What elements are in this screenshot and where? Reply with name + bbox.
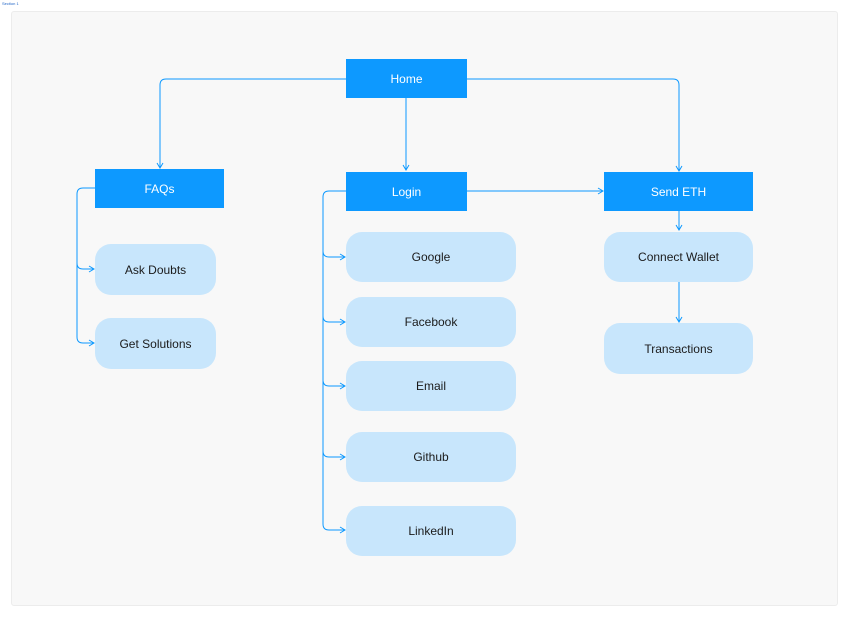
connector-login-email	[322, 316, 346, 390]
google-node[interactable]: Google	[346, 232, 516, 282]
email-node[interactable]: Email	[346, 361, 516, 411]
connector-login-linkedin	[322, 451, 346, 534]
connect-wallet-node[interactable]: Connect Wallet	[604, 232, 753, 282]
connector-faqs-getsolutions	[76, 263, 95, 347]
connector-login-google	[322, 190, 346, 261]
ask-doubts-node[interactable]: Ask Doubts	[95, 244, 216, 295]
connector-home-faqs	[156, 78, 346, 169]
home-node[interactable]: Home	[346, 59, 467, 98]
transactions-node[interactable]: Transactions	[604, 323, 753, 374]
connector-login-github	[322, 380, 346, 461]
get-solutions-node[interactable]: Get Solutions	[95, 318, 216, 369]
send-eth-node[interactable]: Send ETH	[604, 172, 753, 211]
faqs-node[interactable]: FAQs	[95, 169, 224, 208]
login-node[interactable]: Login	[346, 172, 467, 211]
section-label: Section 1	[2, 1, 19, 6]
facebook-node[interactable]: Facebook	[346, 297, 516, 347]
linkedin-node[interactable]: LinkedIn	[346, 506, 516, 556]
github-node[interactable]: Github	[346, 432, 516, 482]
connector-faqs-askdoubts	[76, 187, 95, 273]
connector-login-facebook	[322, 251, 346, 326]
connector-home-sendeth	[467, 78, 683, 172]
